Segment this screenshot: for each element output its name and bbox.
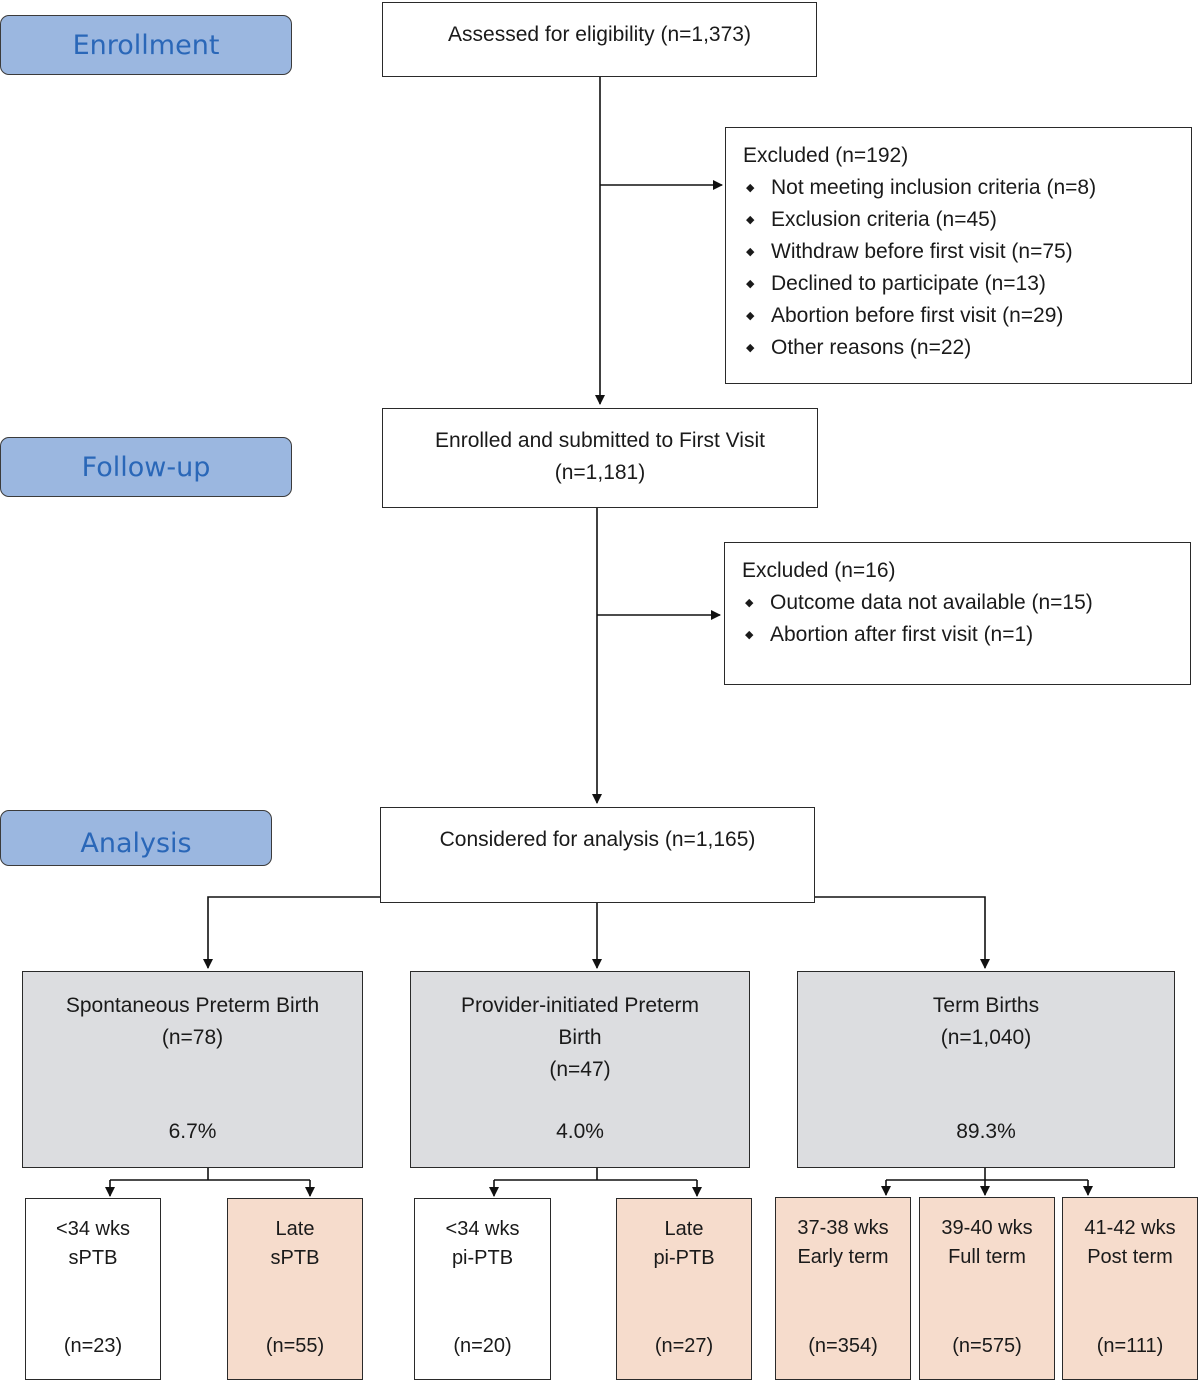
stage-analysis-label: Analysis bbox=[80, 827, 192, 859]
stage-followup: Follow-up bbox=[0, 437, 292, 497]
subgroup-count: (n=27) bbox=[654, 1335, 714, 1357]
category-percentage: 89.3% bbox=[956, 1120, 1016, 1143]
list-item: Exclusion criteria (n=45) bbox=[743, 204, 1191, 236]
subgroup-pi-late: Late pi-PTB (n=27) bbox=[616, 1198, 752, 1380]
arrow-to-sptb bbox=[203, 896, 380, 969]
category-count: (n=78) bbox=[161, 1026, 224, 1049]
enrolled-box: Enrolled and submitted to First Visit (n… bbox=[382, 408, 818, 508]
subgroup-label: 37-38 wks bbox=[797, 1217, 889, 1239]
subgroup-count: (n=111) bbox=[1096, 1335, 1164, 1357]
excluded-followup-list: Outcome data not available (n=15) Aborti… bbox=[742, 587, 1190, 651]
excluded-followup-heading: Excluded (n=16) bbox=[742, 559, 896, 582]
stage-enrollment-label: Enrollment bbox=[72, 29, 220, 61]
category-percentage: 4.0% bbox=[556, 1120, 604, 1143]
subgroup-count: (n=575) bbox=[952, 1335, 1022, 1357]
subgroup-sptb-under34: <34 wks sPTB (n=23) bbox=[25, 1198, 161, 1380]
excluded-followup-box: Excluded (n=16) Outcome data not availab… bbox=[724, 542, 1191, 685]
category-spontaneous-preterm: Spontaneous Preterm Birth (n=78) 6.7% bbox=[22, 971, 363, 1168]
considered-box: Considered for analysis (n=1,165) bbox=[380, 807, 815, 903]
category-title: Provider-initiated Preterm bbox=[460, 994, 700, 1017]
list-item: Withdraw before first visit (n=75) bbox=[743, 236, 1191, 268]
subgroup-label: Late bbox=[664, 1218, 704, 1240]
list-item: Not meeting inclusion criteria (n=8) bbox=[743, 172, 1191, 204]
subgroup-label: 39-40 wks bbox=[941, 1217, 1033, 1239]
assessed-box: Assessed for eligibility (n=1,373) bbox=[382, 2, 817, 77]
category-count: (n=1,040) bbox=[940, 1026, 1032, 1049]
subgroup-label: Late bbox=[275, 1218, 315, 1240]
category-percentage: 6.7% bbox=[168, 1120, 217, 1143]
subgroup-label: <34 wks bbox=[56, 1218, 130, 1240]
category-title: Spontaneous Preterm Birth bbox=[65, 994, 320, 1017]
list-item: Abortion after first visit (n=1) bbox=[742, 619, 1190, 651]
excluded-enrollment-list: Not meeting inclusion criteria (n=8) Exc… bbox=[743, 172, 1191, 364]
assessed-text: Assessed for eligibility (n=1,373) bbox=[448, 23, 751, 46]
subgroup-label: sPTB bbox=[68, 1247, 118, 1269]
category-title: Term Births bbox=[932, 994, 1040, 1017]
subgroup-label: <34 wks bbox=[445, 1218, 520, 1240]
subgroup-count: (n=354) bbox=[808, 1335, 878, 1357]
excluded-enrollment-heading: Excluded (n=192) bbox=[743, 144, 909, 167]
subgroup-sptb-late: Late sPTB (n=55) bbox=[227, 1198, 363, 1380]
subgroup-label: pi-PTB bbox=[451, 1247, 514, 1269]
subgroup-pi-under34: <34 wks pi-PTB (n=20) bbox=[414, 1198, 551, 1380]
list-item: Declined to participate (n=13) bbox=[743, 268, 1191, 300]
stage-followup-label: Follow-up bbox=[81, 451, 211, 483]
subgroup-label: Post term bbox=[1087, 1246, 1173, 1268]
subgroup-label: Early term bbox=[797, 1246, 889, 1268]
list-item: Other reasons (n=22) bbox=[743, 332, 1191, 364]
subgroup-count: (n=20) bbox=[453, 1335, 512, 1357]
category-provider-initiated-preterm: Provider-initiated Preterm Birth (n=47) … bbox=[410, 971, 750, 1168]
considered-text: Considered for analysis (n=1,165) bbox=[439, 828, 756, 851]
excluded-enrollment-box: Excluded (n=192) Not meeting inclusion c… bbox=[725, 127, 1192, 384]
category-count: (n=47) bbox=[549, 1058, 611, 1081]
subgroup-count: (n=55) bbox=[265, 1335, 325, 1357]
category-term-births: Term Births (n=1,040) 89.3% bbox=[797, 971, 1175, 1168]
subgroup-label: 41-42 wks bbox=[1084, 1217, 1176, 1239]
enrolled-count: (n=1,181) bbox=[554, 461, 646, 484]
subgroup-label: sPTB bbox=[270, 1247, 320, 1269]
category-title-line2: Birth bbox=[558, 1026, 602, 1049]
list-item: Abortion before first visit (n=29) bbox=[743, 300, 1191, 332]
stage-enrollment: Enrollment bbox=[0, 15, 292, 75]
arrow-to-term bbox=[815, 896, 990, 969]
subgroup-label: Full term bbox=[948, 1246, 1026, 1268]
subgroup-count: (n=23) bbox=[63, 1335, 123, 1357]
enrolled-text: Enrolled and submitted to First Visit bbox=[435, 429, 765, 452]
stage-analysis: Analysis bbox=[0, 810, 272, 866]
subgroup-label: pi-PTB bbox=[653, 1247, 715, 1269]
list-item: Outcome data not available (n=15) bbox=[742, 587, 1190, 619]
